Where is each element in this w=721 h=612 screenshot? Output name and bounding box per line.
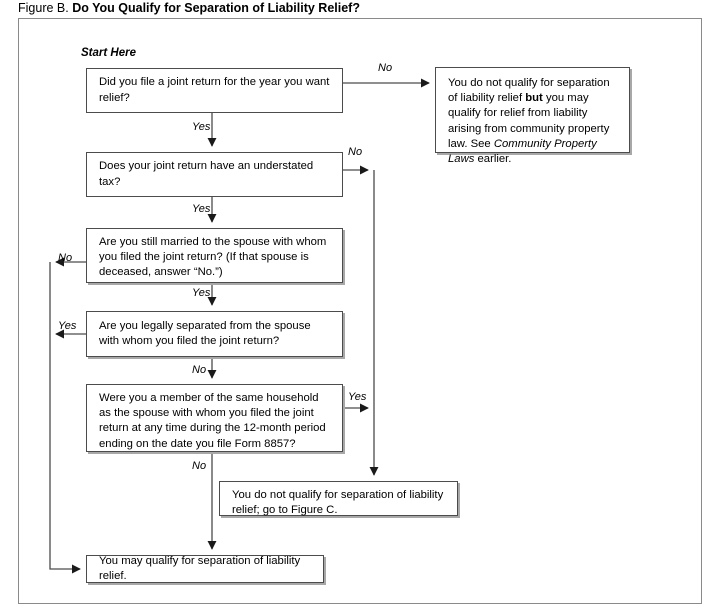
edge-label-q1-no: No <box>378 62 393 74</box>
decision-box-understated-tax-text: Does your joint return have an understat… <box>99 160 314 188</box>
decision-box-legally-separated-text: Are you legally separated from the spous… <box>99 320 311 348</box>
outcome-box-may-qualify-text: You may qualify for separation of liabil… <box>99 554 301 582</box>
start-here-label: Start Here <box>81 47 136 59</box>
edge-label-q4-no: No <box>192 364 207 376</box>
edge-label-q1-yes: Yes <box>192 121 211 133</box>
edge-label-q2-yes: Yes <box>192 203 211 215</box>
decision-box-still-married-text: Are you still married to the spouse with… <box>99 236 327 279</box>
decision-box-legally-separated[interactable]: Are you legally separated from the spous… <box>86 311 343 357</box>
outcome-box-community-property-text: You do not qualify for separation of lia… <box>448 77 610 166</box>
decision-box-understated-tax[interactable]: Does your joint return have an understat… <box>86 152 343 197</box>
decision-box-still-married[interactable]: Are you still married to the spouse with… <box>86 228 343 283</box>
outcome-box-go-to-figure-c[interactable]: You do not qualify for separation of lia… <box>219 481 458 516</box>
decision-box-joint-return[interactable]: Did you file a joint return for the year… <box>86 68 343 113</box>
decision-box-same-household-text: Were you a member of the same household … <box>99 392 326 450</box>
edge-label-q2-no: No <box>348 146 363 158</box>
outcome-box-go-to-figure-c-text: You do not qualify for separation of lia… <box>232 489 444 517</box>
edge-label-q5-yes: Yes <box>348 391 367 403</box>
figure-caption: Figure B. Do You Qualify for Separation … <box>18 1 360 16</box>
figure-label: Figure B. <box>18 1 69 15</box>
edge-label-q3-yes: Yes <box>192 287 211 299</box>
figure-title: Do You Qualify for Separation of Liabili… <box>72 1 360 15</box>
edge-label-q4-yes: Yes <box>58 320 77 332</box>
outcome-box-may-qualify[interactable]: You may qualify for separation of liabil… <box>86 555 324 583</box>
outcome-box-community-property[interactable]: You do not qualify for separation of lia… <box>435 67 630 165</box>
decision-box-same-household[interactable]: Were you a member of the same household … <box>86 384 343 452</box>
edge-label-q3-no: No <box>58 252 73 264</box>
decision-box-joint-return-text: Did you file a joint return for the year… <box>99 76 330 104</box>
edge-left-rail <box>49 262 81 574</box>
edge-label-q5-no: No <box>192 460 207 472</box>
